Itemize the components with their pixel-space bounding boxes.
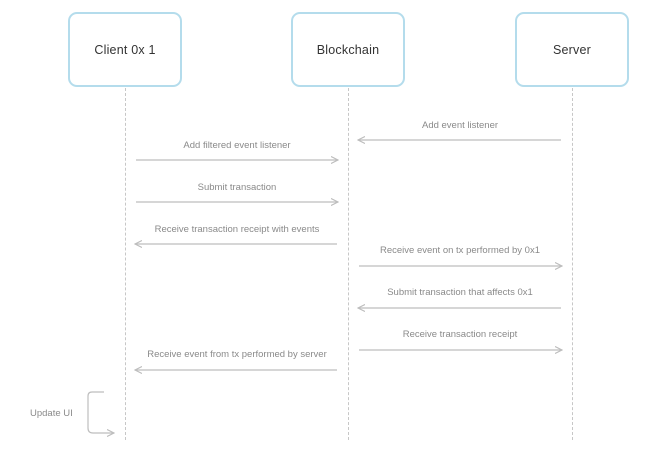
update-ui-label: Update UI bbox=[30, 408, 73, 419]
message-label-5: Submit transaction that affects 0x1 bbox=[387, 287, 533, 298]
participant-client: Client 0x 1 bbox=[68, 12, 182, 87]
participant-client-label: Client 0x 1 bbox=[94, 42, 156, 57]
message-label-2: Submit transaction bbox=[197, 182, 277, 193]
participant-blockchain-label: Blockchain bbox=[316, 42, 380, 57]
message-label-3: Receive transaction receipt with events bbox=[154, 224, 320, 235]
message-label-0: Add event listener bbox=[421, 120, 499, 131]
message-label-6: Receive transaction receipt bbox=[402, 329, 518, 340]
lifeline-server bbox=[572, 88, 573, 440]
message-label-1: Add filtered event listener bbox=[183, 140, 291, 151]
participant-server-label: Server bbox=[552, 42, 592, 57]
participant-blockchain: Blockchain bbox=[291, 12, 405, 87]
lifeline-blockchain bbox=[348, 88, 349, 440]
update-ui-bracket bbox=[87, 391, 114, 433]
participant-server: Server bbox=[515, 12, 629, 87]
lifeline-client bbox=[125, 88, 126, 440]
message-label-4: Receive event on tx performed by 0x1 bbox=[379, 245, 541, 256]
message-label-7: Receive event from tx performed by serve… bbox=[147, 349, 327, 360]
